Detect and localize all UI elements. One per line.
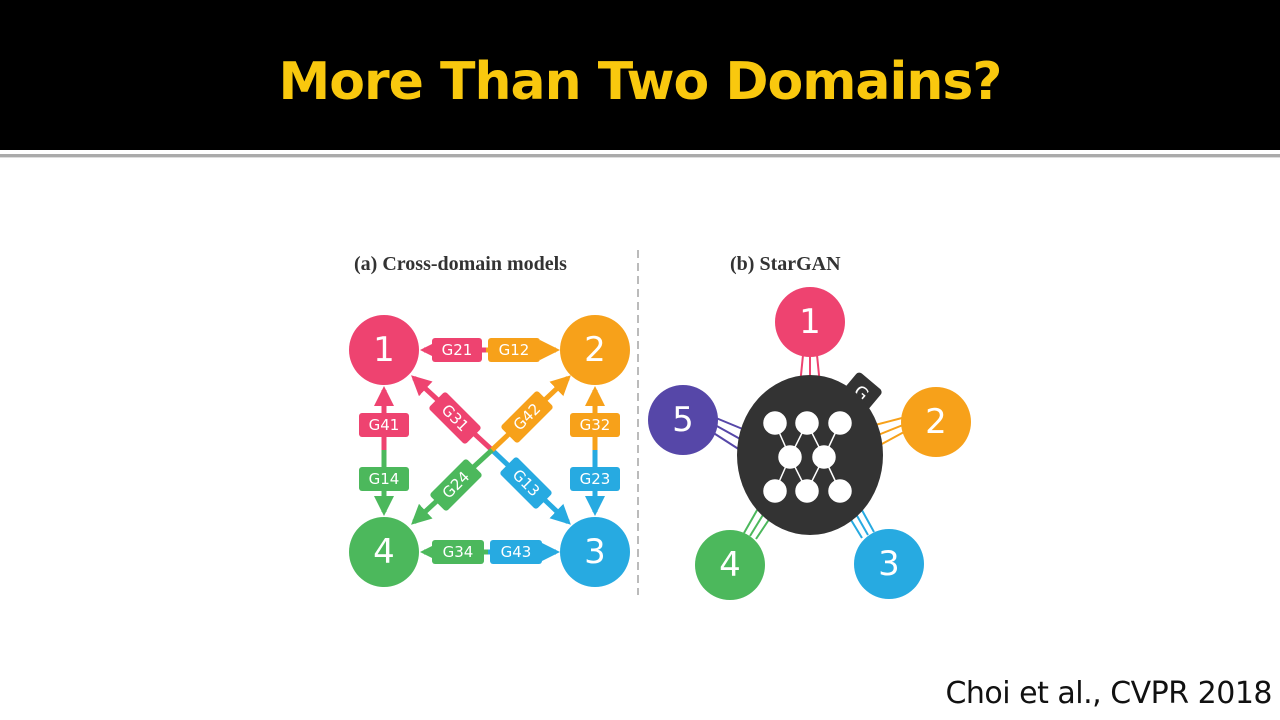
gen-g23: G23: [570, 467, 620, 491]
gen-g43: G43: [490, 540, 542, 564]
network-icon: [763, 411, 852, 503]
node-b-4-label: 4: [719, 545, 741, 585]
node-b-1: [775, 287, 845, 357]
domain-nodes-b: 1 2 3 4 5: [648, 287, 971, 600]
svg-text:G21: G21: [442, 341, 473, 359]
node-a-2: [560, 315, 630, 385]
node-b-4: [695, 530, 765, 600]
gen-g34: G34: [432, 540, 484, 564]
node-a-1: [349, 315, 419, 385]
title-bar: [0, 0, 1280, 150]
generator-boxes: G21 G12 G41 G14 G32 G23 G34 G43 G31 G13 …: [359, 338, 620, 564]
citation: Choi et al., CVPR 2018: [945, 676, 1272, 711]
svg-text:G43: G43: [501, 543, 532, 561]
edges-a: [374, 340, 605, 562]
node-b-5-label: 5: [672, 400, 694, 440]
svg-text:G23: G23: [580, 470, 611, 488]
gen-g21: G21: [432, 338, 482, 362]
node-b-2-label: 2: [925, 402, 947, 442]
node-b-2: [901, 387, 971, 457]
svg-text:G12: G12: [499, 341, 530, 359]
caption-a: (a) Cross-domain models: [354, 253, 567, 275]
node-b-3-label: 3: [878, 544, 900, 584]
node-b-5: [648, 385, 718, 455]
svg-text:G14: G14: [369, 470, 400, 488]
divider: [0, 154, 1280, 158]
gen-g14: G14: [359, 467, 409, 491]
node-a-4-label: 4: [373, 532, 395, 572]
node-b-3: [854, 529, 924, 599]
stargan-generator: [737, 375, 883, 535]
domain-nodes-a: 1 2 3 4: [349, 315, 630, 587]
svg-text:G34: G34: [443, 543, 474, 561]
node-a-4: [349, 517, 419, 587]
gen-g32: G32: [570, 413, 620, 437]
slide-title: More Than Two Domains?: [278, 52, 1003, 112]
node-a-3-label: 3: [584, 532, 606, 572]
node-a-1-label: 1: [373, 330, 395, 370]
gen-g41: G41: [359, 413, 409, 437]
node-a-3: [560, 517, 630, 587]
svg-text:G41: G41: [369, 416, 400, 434]
svg-text:G32: G32: [580, 416, 611, 434]
node-a-2-label: 2: [584, 330, 606, 370]
gen-g12: G12: [488, 338, 540, 362]
caption-b: (b) StarGAN: [730, 253, 841, 275]
node-b-1-label: 1: [799, 302, 821, 342]
